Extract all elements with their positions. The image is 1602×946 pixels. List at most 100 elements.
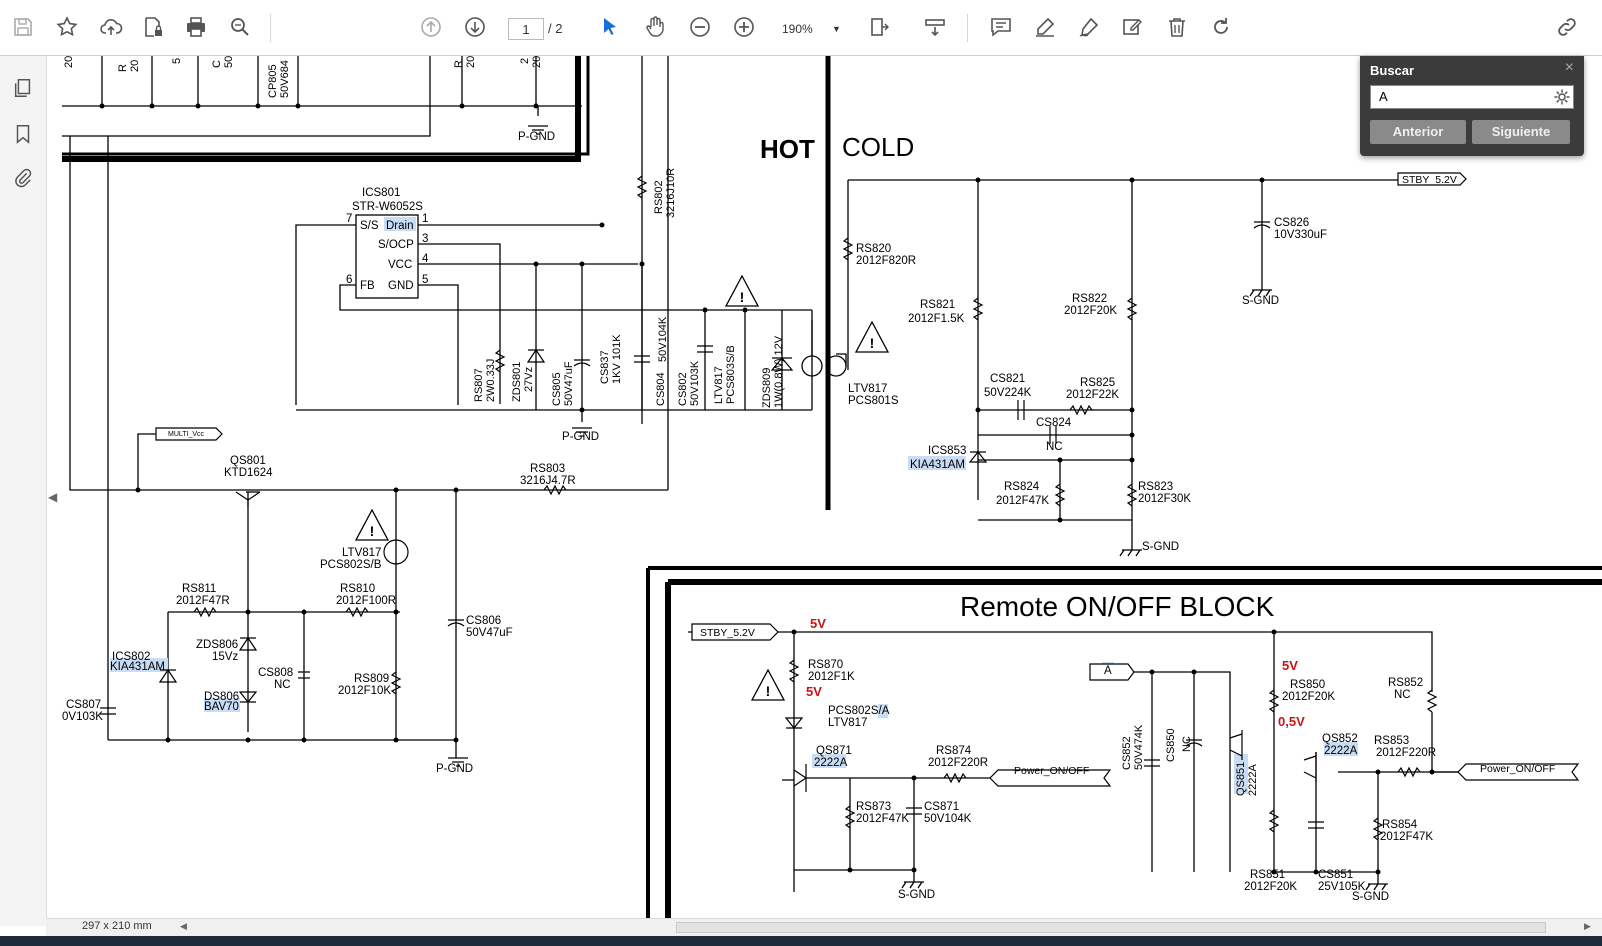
lbl-rs824v: 2012F47K	[996, 495, 1049, 507]
lbl-5v-3: 5V	[1282, 658, 1298, 673]
page-total: / 2	[548, 21, 563, 36]
lbl-rs850: RS850	[1290, 679, 1325, 691]
lbl-cs807v: 0V103K	[62, 711, 103, 723]
lbl-rs852-nc: NC	[1394, 689, 1411, 701]
lbl-sgnd-4: S-GND	[1352, 891, 1389, 903]
document-canvas: !!!! HOT COLD Remote ON/OFF BLOCK ICS801…	[62, 56, 1602, 918]
lbl-cs807: CS807	[66, 699, 101, 711]
lbl-cs806: CS806	[466, 615, 501, 627]
find-panel: Buscar × A Anterior Siguiente	[1360, 56, 1584, 156]
lbl-bav70: BAV70	[204, 701, 239, 713]
lbl-rs810: RS810	[340, 583, 375, 595]
select-cursor-icon[interactable]	[595, 12, 625, 42]
pages-panel-icon[interactable]	[9, 74, 37, 102]
zoom-out-icon[interactable]	[685, 12, 715, 42]
lbl-rs807v: 2W0.33J	[485, 359, 497, 402]
block-title: Remote ON/OFF BLOCK	[960, 591, 1275, 622]
previous-page-icon[interactable]	[416, 12, 446, 42]
lbl-cs805: CS805	[551, 372, 563, 406]
gear-icon[interactable]	[1553, 88, 1571, 106]
lbl-kia-2: KIA431AM	[110, 661, 165, 673]
page-number-input[interactable]: 1	[508, 18, 544, 40]
draw-pen-icon[interactable]	[1074, 12, 1104, 42]
svg-text:!: !	[740, 289, 745, 305]
lbl-cs804: CS804	[655, 372, 667, 406]
lbl-drain: Drain	[386, 220, 413, 232]
attachments-panel-icon[interactable]	[9, 164, 37, 192]
rotate-icon[interactable]	[1206, 12, 1236, 42]
lbl-cs837v: 1KV 101K	[611, 334, 623, 384]
lbl-cs850-nc: NC	[1181, 736, 1193, 752]
lbl-cs805v: 50V47uF	[563, 361, 575, 406]
os-taskbar	[0, 936, 1602, 946]
next-page-icon[interactable]	[460, 12, 490, 42]
lbl-rs809v: 2012F10K	[338, 685, 391, 697]
lbl-frag7: 50V684	[279, 60, 291, 98]
lbl-cs852v: 50V474K	[1133, 724, 1145, 770]
comment-icon[interactable]	[986, 12, 1016, 42]
collapse-panel-arrow-icon[interactable]: ◀	[48, 490, 58, 504]
hand-tool-icon[interactable]	[640, 12, 670, 42]
lbl-cs826: CS826	[1274, 217, 1309, 229]
sign-icon[interactable]	[1118, 12, 1148, 42]
lbl-ics853: ICS853	[928, 445, 966, 457]
scroll-mode-icon[interactable]	[920, 12, 950, 42]
lbl-rs854v: 2012F47K	[1380, 831, 1433, 843]
lbl-frag9: 20	[465, 56, 477, 68]
lbl-sgnd-3: S-GND	[898, 889, 935, 901]
lbl-cs851: CS851	[1318, 869, 1353, 881]
lbl-zds801v: 27Vz	[523, 367, 535, 392]
lbl-q2222-2: 2222A	[1247, 764, 1259, 796]
lbl-vcc: VCC	[388, 259, 412, 271]
lbl-power-tag-1: Power_ON/OFF	[1014, 765, 1089, 777]
lbl-rs873: RS873	[856, 801, 891, 813]
search-zoom-icon[interactable]	[225, 12, 255, 42]
lbl-frag5: 50	[223, 56, 235, 68]
lbl-rs803: RS803	[530, 463, 565, 475]
trash-icon[interactable]	[1162, 12, 1192, 42]
print-icon[interactable]	[181, 12, 211, 42]
find-previous-button[interactable]: Anterior	[1370, 120, 1466, 144]
scroll-right-arrow-icon[interactable]: ▶	[1584, 921, 1591, 931]
link-icon[interactable]	[1552, 12, 1582, 42]
page-fit-icon[interactable]	[865, 12, 895, 42]
lbl-rs825: RS825	[1080, 377, 1115, 389]
lbl-pcs802: PCS802S/B	[320, 559, 382, 571]
lbl-rs853: RS853	[1374, 735, 1409, 747]
find-panel-title: Buscar	[1370, 63, 1415, 78]
lbl-cs806v: 50V47uF	[466, 627, 513, 639]
zoom-in-icon[interactable]	[729, 12, 759, 42]
lbl-frag4: C	[211, 60, 223, 68]
bookmark-star-icon[interactable]	[52, 12, 82, 42]
lbl-rs870v: 2012F1K	[808, 671, 855, 683]
chevron-down-icon: ▼	[832, 24, 841, 34]
horizontal-scrollbar[interactable]	[676, 922, 1546, 933]
bookmarks-panel-icon[interactable]	[9, 120, 37, 148]
lbl-cs824: CS824	[1036, 417, 1072, 429]
lbl-power-tag-2: Power_ON/OFF	[1480, 763, 1555, 775]
lbl-cs821v: 50V224K	[984, 387, 1032, 399]
lbl-p6: 6	[346, 274, 352, 286]
highlight-pen-icon[interactable]	[1030, 12, 1060, 42]
upload-cloud-icon[interactable]	[96, 12, 126, 42]
lbl-q2222-1: 2222A	[814, 757, 848, 769]
lbl-q2222-3: 2222A	[1324, 745, 1358, 757]
zoom-level-select[interactable]: 190%▼	[774, 18, 846, 40]
lbl-ktd: KTD1624	[224, 467, 273, 479]
lbl-p1: 1	[422, 213, 428, 225]
lbl-rs821v: 2012F1.5K	[908, 313, 965, 325]
left-navigation-rail	[0, 56, 47, 926]
main-toolbar: 1 / 2 190%▼	[0, 0, 1602, 56]
lbl-rs874: RS874	[936, 745, 972, 757]
lbl-ics802: ICS802	[112, 651, 150, 663]
close-icon[interactable]: ×	[1564, 59, 1574, 76]
lbl-cs850: CS850	[1165, 728, 1177, 762]
scroll-left-arrow-icon[interactable]: ◀	[180, 921, 187, 931]
lbl-zds809: ZDS809	[761, 368, 773, 408]
save-icon[interactable]	[8, 12, 38, 42]
find-search-input[interactable]: A	[1370, 85, 1574, 109]
lbl-p5: 5	[422, 274, 428, 286]
find-next-button[interactable]: Siguiente	[1472, 120, 1570, 144]
lbl-rs802: RS802	[653, 180, 665, 214]
file-lock-icon[interactable]	[138, 12, 168, 42]
